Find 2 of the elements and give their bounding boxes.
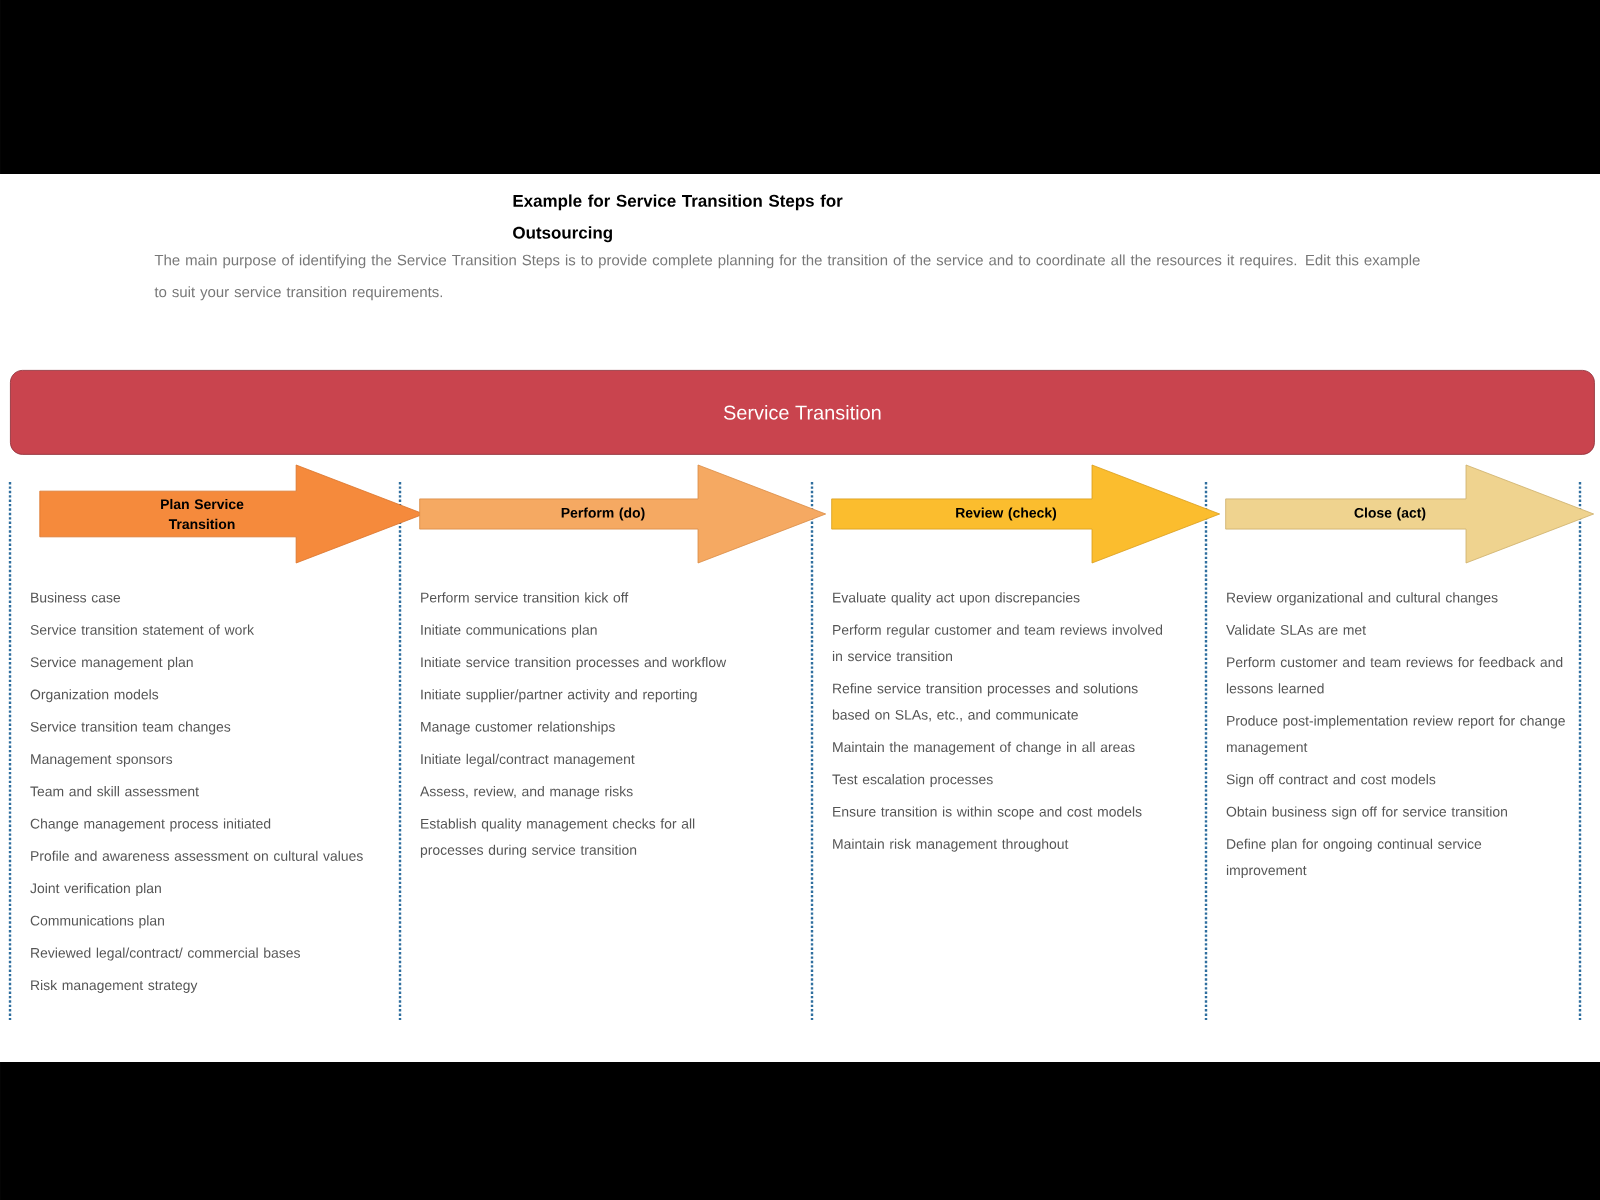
- banner: Service Transition: [10, 370, 1595, 455]
- title: Example for Service Transition Steps for Outsourcing: [513, 194, 843, 243]
